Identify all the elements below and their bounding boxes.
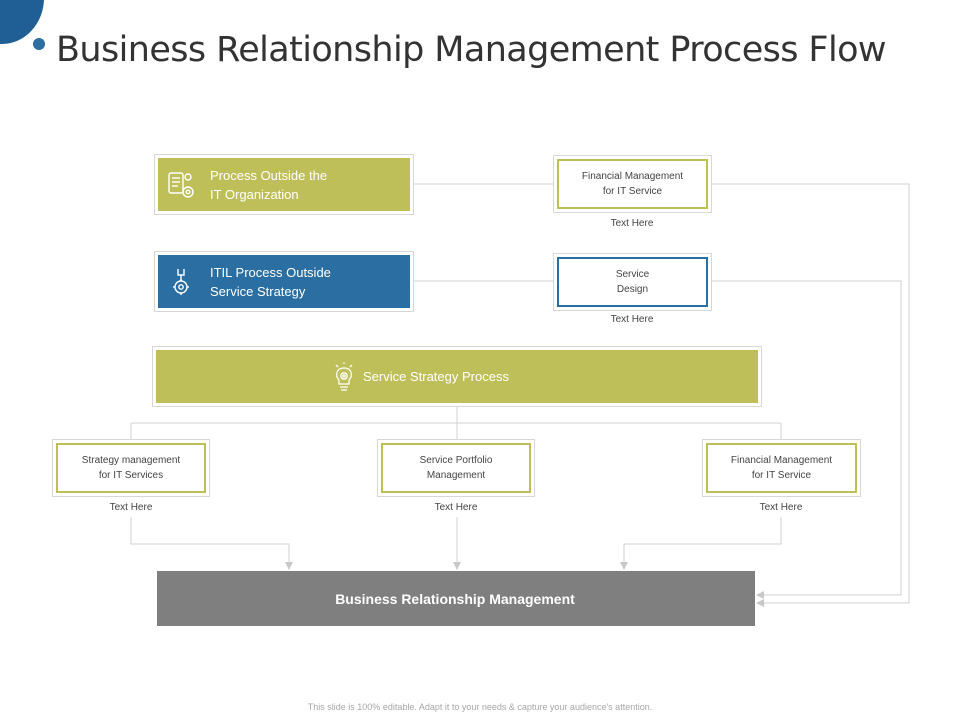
service-portfolio-label: Service Portfolio Management <box>419 455 493 481</box>
service-portfolio-frame: Service Portfolio Management <box>381 443 531 493</box>
financial-mgmt-top-label: Financial Management for IT Service <box>581 171 684 197</box>
arrow-financial-to-brm <box>710 183 910 607</box>
financial-mgmt-bottom-frame: Financial Management for IT Service <box>706 443 857 493</box>
service-portfolio-box: Service Portfolio Management <box>377 439 535 497</box>
financial-mgmt-top-caption: Text Here <box>610 218 654 229</box>
service-design-label: Service Design <box>615 269 650 295</box>
financial-mgmt-top-frame: Financial Management for IT Service <box>557 159 708 209</box>
service-design-box: Service Design <box>553 253 712 311</box>
footer-note: This slide is 100% editable. Adapt it to… <box>307 702 653 712</box>
business-relationship-mgmt-label: Business Relationship Management <box>335 590 575 607</box>
financial-mgmt-bottom-caption: Text Here <box>759 502 803 513</box>
strategy-mgmt-label: Strategy management for IT Services <box>81 455 181 481</box>
service-strategy-box: Service Strategy Process <box>152 346 762 407</box>
wrench-gear-icon <box>173 268 189 295</box>
arrow-design-to-brm <box>710 280 902 599</box>
service-strategy-fill: Service Strategy Process <box>156 350 758 403</box>
arrow-left-to-brm <box>130 517 293 570</box>
process-outside-it-box: Process Outside the IT Organization <box>154 154 414 215</box>
itil-process-box: ITIL Process Outside Service Strategy <box>154 251 414 312</box>
itil-process-label: ITIL Process Outside Service Strategy <box>210 264 331 299</box>
service-design-frame: Service Design <box>557 257 708 307</box>
service-strategy-label: Service Strategy Process <box>363 369 509 384</box>
strategy-mgmt-box: Strategy management for IT Services <box>52 439 210 497</box>
arrow-right-to-brm <box>620 517 782 570</box>
process-outside-it-fill: Process Outside the IT Organization <box>158 158 410 211</box>
process-gears-icon <box>168 171 194 198</box>
financial-mgmt-top-box: Financial Management for IT Service <box>553 155 712 213</box>
business-relationship-mgmt-box: Business Relationship Management <box>157 571 755 626</box>
page-title: Business Relationship Management Process… <box>56 30 887 70</box>
service-design-caption: Text Here <box>610 314 654 325</box>
service-portfolio-caption: Text Here <box>434 502 478 513</box>
lightbulb-gear-icon <box>335 362 353 391</box>
strategy-mgmt-frame: Strategy management for IT Services <box>56 443 206 493</box>
financial-mgmt-bottom-label: Financial Management for IT Service <box>730 455 833 481</box>
strategy-mgmt-caption: Text Here <box>109 502 153 513</box>
decorative-circle-small <box>33 38 45 50</box>
financial-mgmt-bottom-box: Financial Management for IT Service <box>702 439 861 497</box>
process-outside-it-label: Process Outside the IT Organization <box>210 167 328 202</box>
itil-process-fill: ITIL Process Outside Service Strategy <box>158 255 410 308</box>
